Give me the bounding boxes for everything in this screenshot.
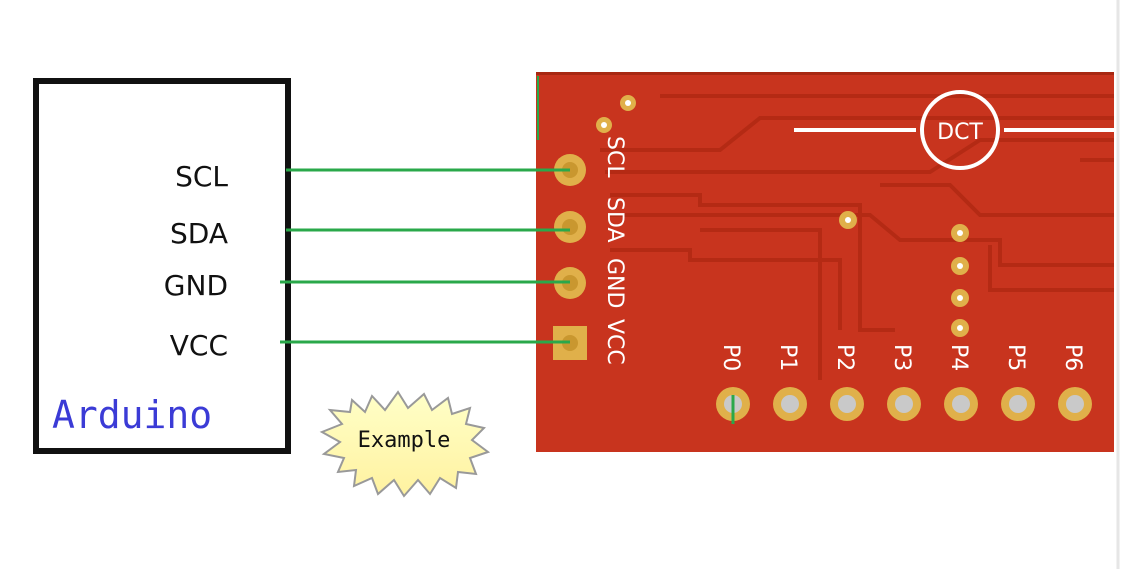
pcb-module: DCT SCL SDA GND VCC P0 P1 P2 P3 P4 P5 bbox=[536, 72, 1114, 452]
vias bbox=[596, 95, 969, 337]
example-badge: Example bbox=[319, 390, 491, 498]
arduino-title: Arduino bbox=[52, 393, 212, 437]
header-label-vcc: VCC bbox=[602, 319, 627, 365]
pcb-traces bbox=[600, 94, 1114, 380]
dct-logo-ring bbox=[920, 90, 1000, 170]
port-label-p3: P3 bbox=[889, 344, 914, 371]
arduino-pin-gnd: GND bbox=[164, 269, 228, 302]
example-label: Example bbox=[358, 428, 451, 453]
burst-shape bbox=[319, 390, 491, 498]
arduino-pin-vcc: VCC bbox=[170, 329, 228, 362]
arduino-box bbox=[33, 78, 291, 454]
port-label-p5: P5 bbox=[1003, 344, 1028, 371]
wires bbox=[280, 168, 570, 344]
header-label-scl: SCL bbox=[602, 136, 627, 178]
port-label-p4: P4 bbox=[946, 344, 971, 371]
port-label-p0: P0 bbox=[718, 344, 743, 371]
arduino-board: SCL SDA GND VCC Arduino bbox=[33, 78, 291, 454]
header-label-sda: SDA bbox=[602, 197, 627, 243]
port-label-p6: P6 bbox=[1060, 344, 1085, 371]
port-label-p1: P1 bbox=[775, 344, 800, 371]
port-label-p2: P2 bbox=[832, 344, 857, 371]
header-label-gnd: GND bbox=[602, 258, 627, 308]
arduino-pin-scl: SCL bbox=[175, 160, 228, 193]
dct-logo: DCT bbox=[937, 120, 983, 145]
arduino-pin-sda: SDA bbox=[170, 217, 228, 250]
port-pads bbox=[716, 387, 1092, 424]
